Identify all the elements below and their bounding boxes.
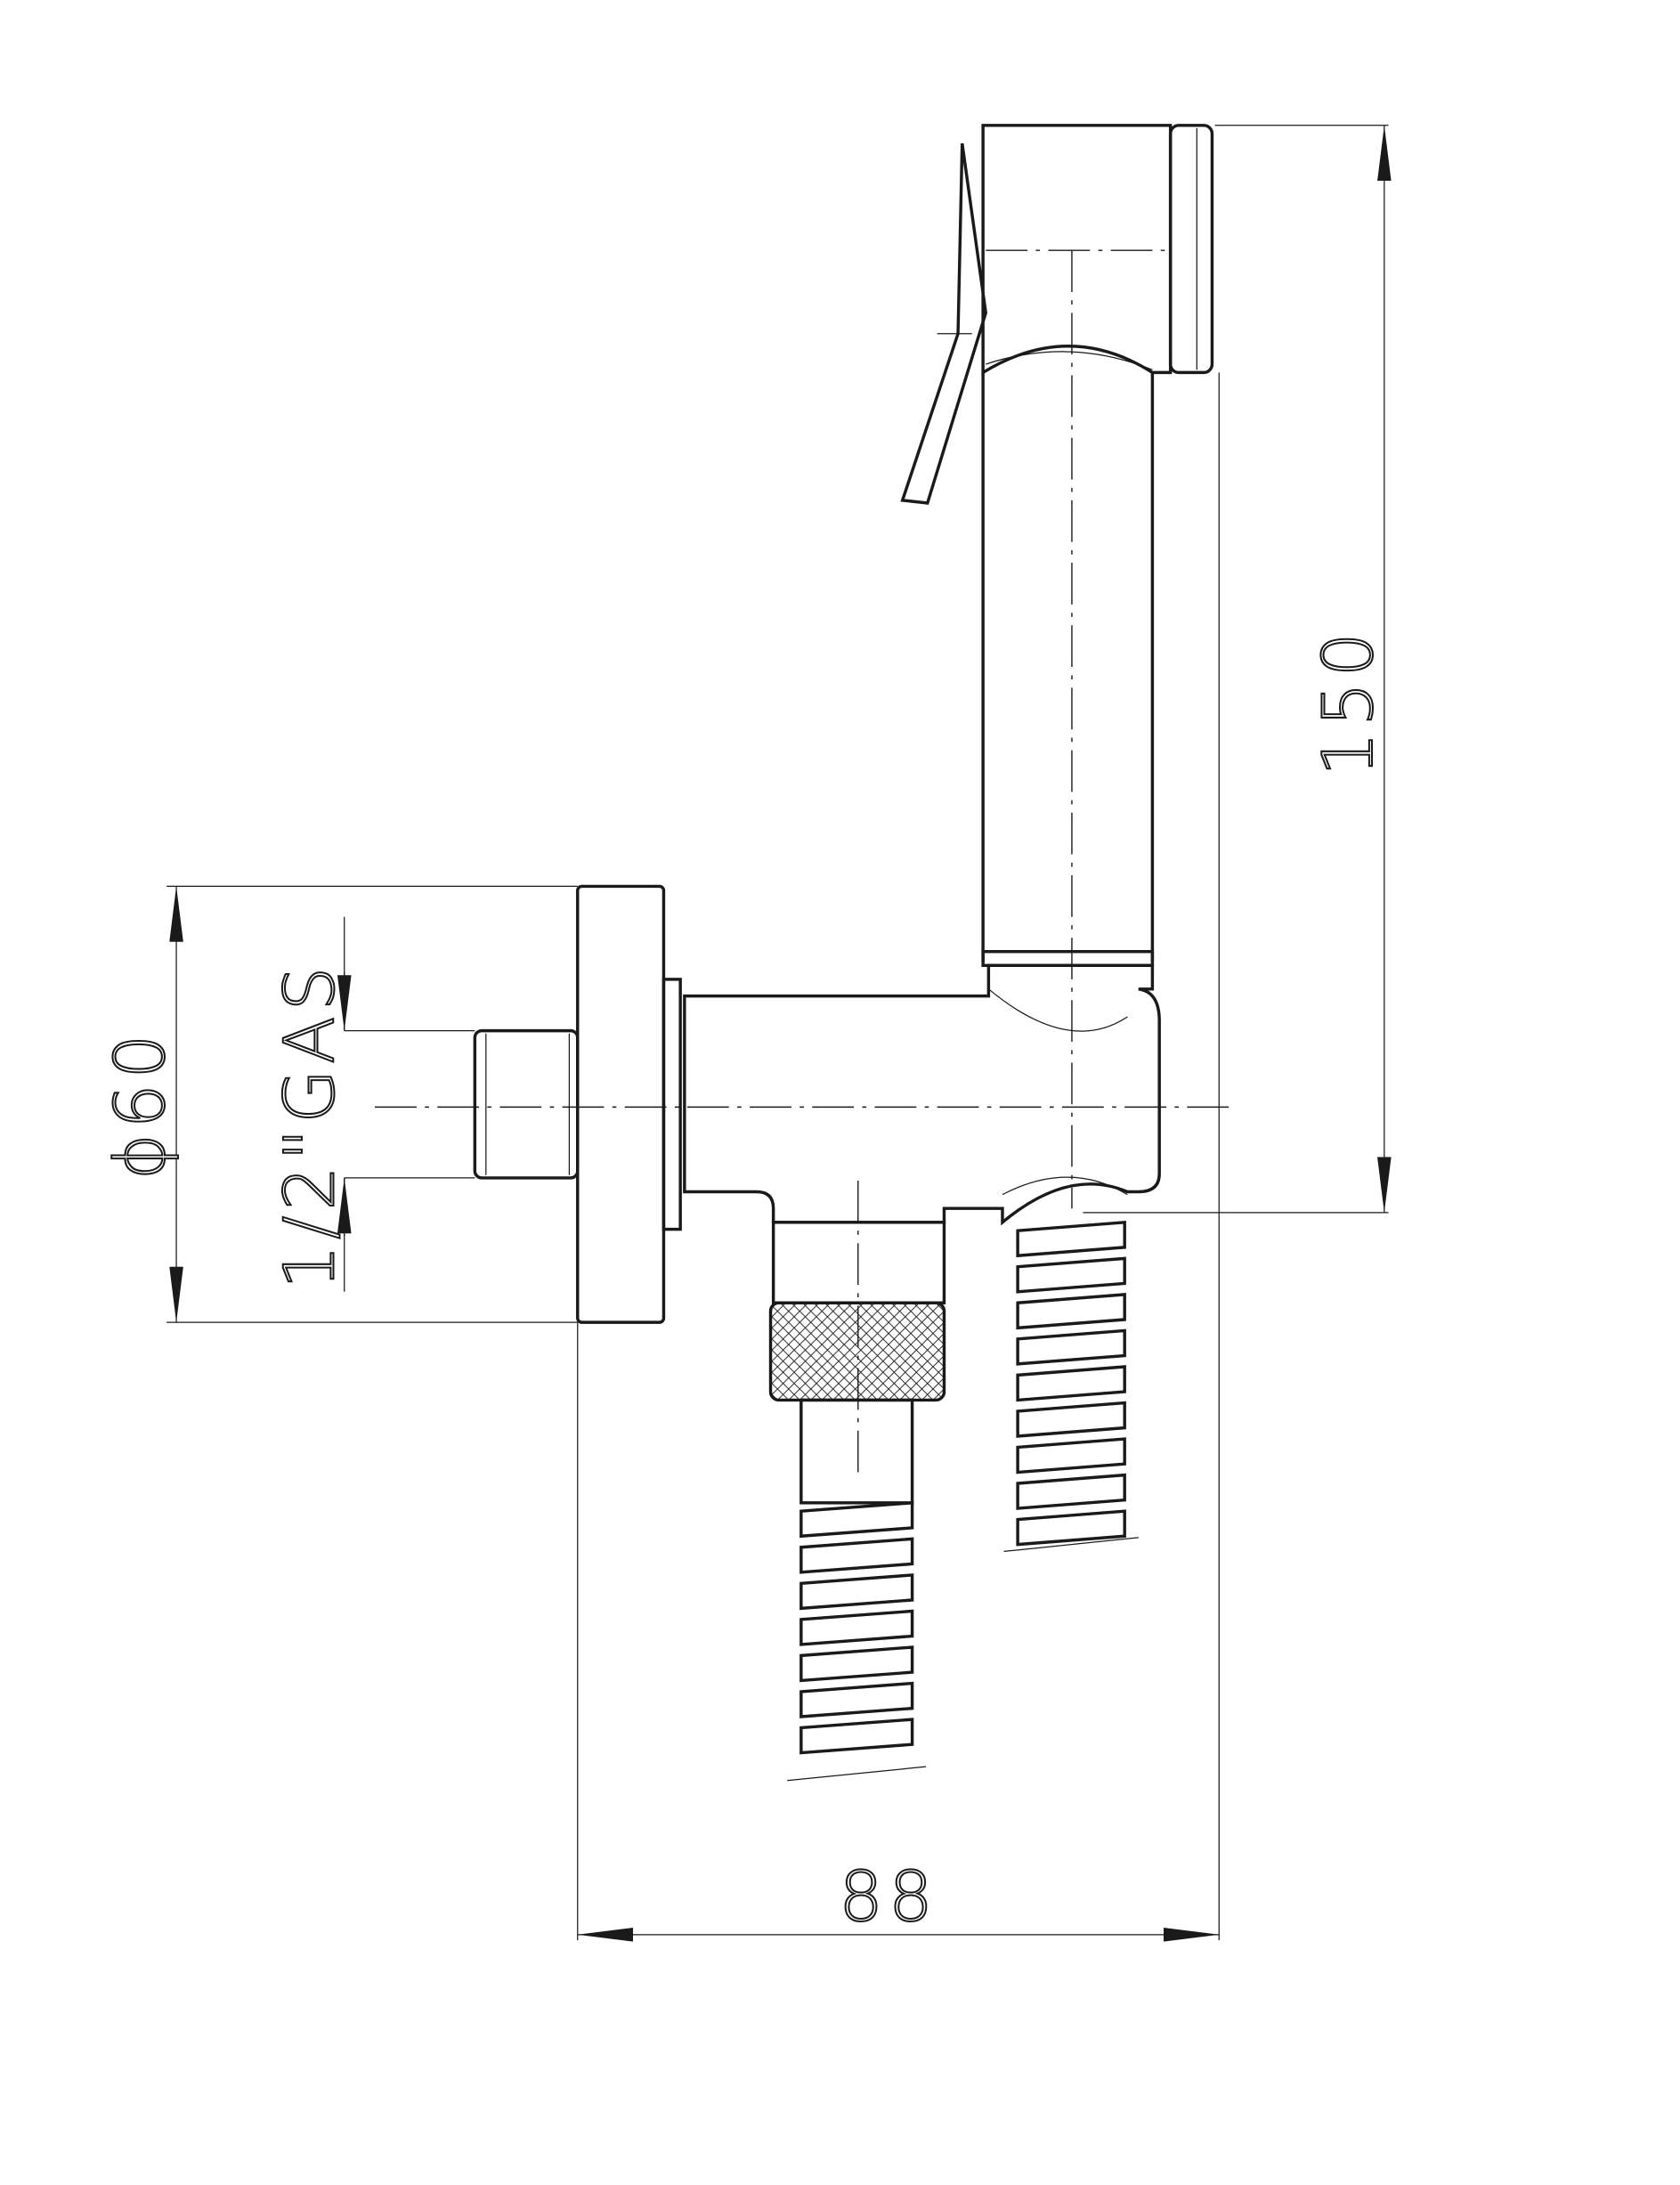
center-lines xyxy=(375,249,1236,1473)
hose-left xyxy=(787,1500,927,1782)
hose-coil xyxy=(1016,1437,1126,1474)
wall-flange xyxy=(576,884,682,1324)
handshower-body xyxy=(981,372,1155,968)
hose-coil xyxy=(799,1609,914,1646)
handshower-head xyxy=(981,124,1214,376)
hose-coil xyxy=(799,1537,914,1574)
hose-coil xyxy=(799,1645,914,1683)
valve-body xyxy=(683,963,1161,1226)
width-dimension-label: 88 xyxy=(839,1857,938,1937)
hose-coil xyxy=(1016,1220,1126,1258)
extension-lines xyxy=(166,125,1389,1941)
thread-dimension-label: 1/2"GAS xyxy=(270,962,350,1289)
hose-coil xyxy=(1016,1365,1126,1402)
hose-coil xyxy=(1016,1293,1126,1330)
height-dimension-label: 150 xyxy=(1309,627,1389,776)
hose-coil xyxy=(1016,1473,1126,1510)
outlet-connector xyxy=(768,1221,946,1505)
dimension-lines xyxy=(169,125,1392,1942)
hose-coil xyxy=(799,1500,914,1539)
hose-coil xyxy=(799,1681,914,1718)
diameter-dimension-label: ϕ60 xyxy=(101,1029,181,1180)
hose-right xyxy=(1003,1220,1139,1553)
hose-coil xyxy=(1016,1256,1126,1294)
flexible-hoses xyxy=(787,1220,1139,1782)
hose-coil xyxy=(1016,1401,1126,1438)
thread-nipple xyxy=(473,1028,580,1180)
hose-coil xyxy=(1016,1328,1126,1366)
hose-coil xyxy=(799,1718,914,1755)
hose-coil xyxy=(1016,1509,1126,1547)
hose-coil xyxy=(799,1573,914,1611)
lever xyxy=(900,142,987,505)
